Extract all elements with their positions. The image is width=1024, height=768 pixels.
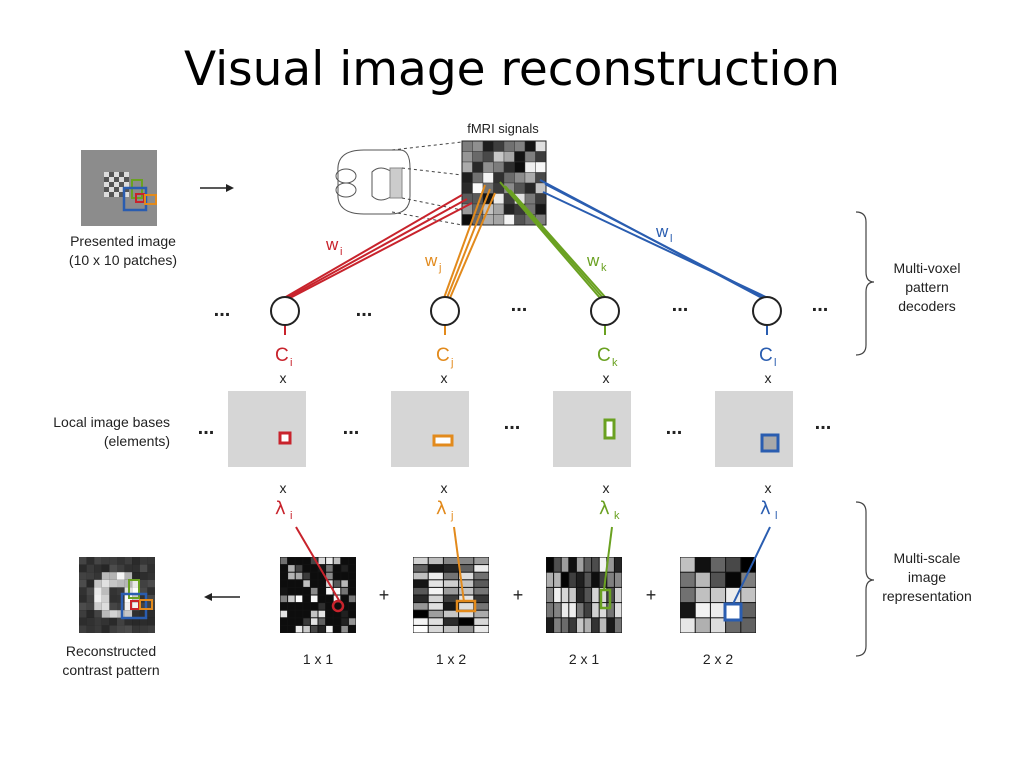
times-sign: x: [280, 370, 287, 386]
svg-text:λ: λ: [275, 498, 286, 519]
svg-text:C: C: [436, 345, 450, 366]
svg-text:i: i: [290, 510, 292, 522]
basis-element-l: [715, 391, 793, 467]
lambda-label-l: λ l: [760, 498, 777, 522]
scale-label-2x2: 2 x 2: [703, 651, 734, 667]
multi-scale-images: [280, 526, 771, 633]
lambda-label-j: λ j: [436, 498, 453, 522]
svg-text:k: k: [614, 510, 620, 522]
svg-text:l: l: [774, 357, 776, 369]
times-sign: x: [280, 480, 287, 496]
representation-label-line3: representation: [882, 588, 972, 604]
weight-label-l: w l: [655, 222, 672, 245]
decoders-label-line3: decoders: [898, 298, 956, 314]
scale-label-1x1: 1 x 1: [303, 651, 334, 667]
representation-label-line2: image: [908, 569, 946, 585]
arrow-right-icon: [200, 184, 234, 192]
reconstructed-label: Reconstructed: [66, 643, 156, 659]
fmri-signal-grid: [461, 140, 547, 226]
times-sign: x: [441, 480, 448, 496]
ellipsis: ...: [343, 417, 360, 439]
plus-sign: +: [646, 585, 657, 605]
contrast-label-j: C j: [436, 345, 453, 369]
svg-text:k: k: [601, 262, 607, 274]
basis-element-i: [228, 391, 306, 467]
representation-brace: [855, 501, 875, 657]
times-sign: x: [603, 370, 610, 386]
reconstructed-sublabel: contrast pattern: [62, 662, 159, 678]
local-bases-label: Local image bases: [53, 414, 170, 430]
decoder-nodes: [270, 296, 782, 335]
contrast-label-l: C l: [759, 345, 776, 369]
presented-image-label: Presented image: [70, 233, 176, 249]
times-sign: x: [603, 480, 610, 496]
weight-label-i: w i: [325, 235, 342, 258]
svg-text:λ: λ: [760, 498, 771, 519]
local-bases-sublabel: (elements): [104, 433, 170, 449]
ellipsis: ...: [511, 294, 528, 316]
plus-sign: +: [513, 585, 524, 605]
weight-label-k: w k: [586, 251, 607, 274]
svg-text:k: k: [612, 357, 618, 369]
ellipsis: ...: [198, 417, 215, 439]
ellipsis: ...: [815, 412, 832, 434]
svg-text:λ: λ: [436, 498, 447, 519]
ellipsis: ...: [812, 294, 829, 316]
arrow-left-icon: [204, 593, 240, 601]
times-sign: x: [765, 480, 772, 496]
weight-lines: [283, 179, 769, 299]
svg-text:w: w: [586, 251, 600, 270]
decoders-brace: [855, 211, 875, 356]
ellipsis: ...: [214, 299, 231, 321]
contrast-label-i: C i: [275, 345, 292, 369]
reconstructed-image: [79, 557, 155, 633]
times-sign: x: [441, 370, 448, 386]
contrast-label-k: C k: [597, 345, 618, 369]
lambda-label-i: λ i: [275, 498, 292, 522]
weight-label-j: w j: [424, 251, 441, 274]
svg-text:j: j: [450, 510, 453, 522]
svg-text:l: l: [775, 510, 777, 522]
ellipsis: ...: [666, 417, 683, 439]
svg-text:C: C: [275, 345, 289, 366]
presented-image: [81, 150, 157, 226]
svg-text:C: C: [759, 345, 773, 366]
ellipsis: ...: [356, 299, 373, 321]
representation-label-line1: Multi-scale: [894, 550, 961, 566]
svg-text:C: C: [597, 345, 611, 366]
scale-label-1x2: 1 x 2: [436, 651, 467, 667]
slide-title: Visual image reconstruction: [183, 42, 841, 97]
ellipsis: ...: [504, 412, 521, 434]
svg-text:j: j: [450, 357, 453, 369]
svg-text:i: i: [340, 246, 342, 258]
svg-text:w: w: [655, 222, 669, 241]
decoders-label-line1: Multi-voxel: [894, 260, 961, 276]
decoders-label-line2: pattern: [905, 279, 949, 295]
brain-icon: [335, 149, 411, 215]
svg-text:w: w: [325, 235, 339, 254]
presented-image-sublabel: (10 x 10 patches): [69, 252, 177, 268]
plus-sign: +: [379, 585, 390, 605]
svg-text:λ: λ: [599, 498, 610, 519]
basis-element-k: [553, 391, 631, 467]
scale-label-2x1: 2 x 1: [569, 651, 600, 667]
basis-element-j: [391, 391, 469, 467]
ellipsis: ...: [672, 294, 689, 316]
svg-text:w: w: [424, 251, 438, 270]
lambda-label-k: λ k: [599, 498, 620, 522]
fmri-signals-label: fMRI signals: [467, 121, 539, 136]
times-sign: x: [765, 370, 772, 386]
svg-text:l: l: [670, 233, 672, 245]
svg-text:j: j: [438, 262, 441, 274]
svg-text:i: i: [290, 357, 292, 369]
